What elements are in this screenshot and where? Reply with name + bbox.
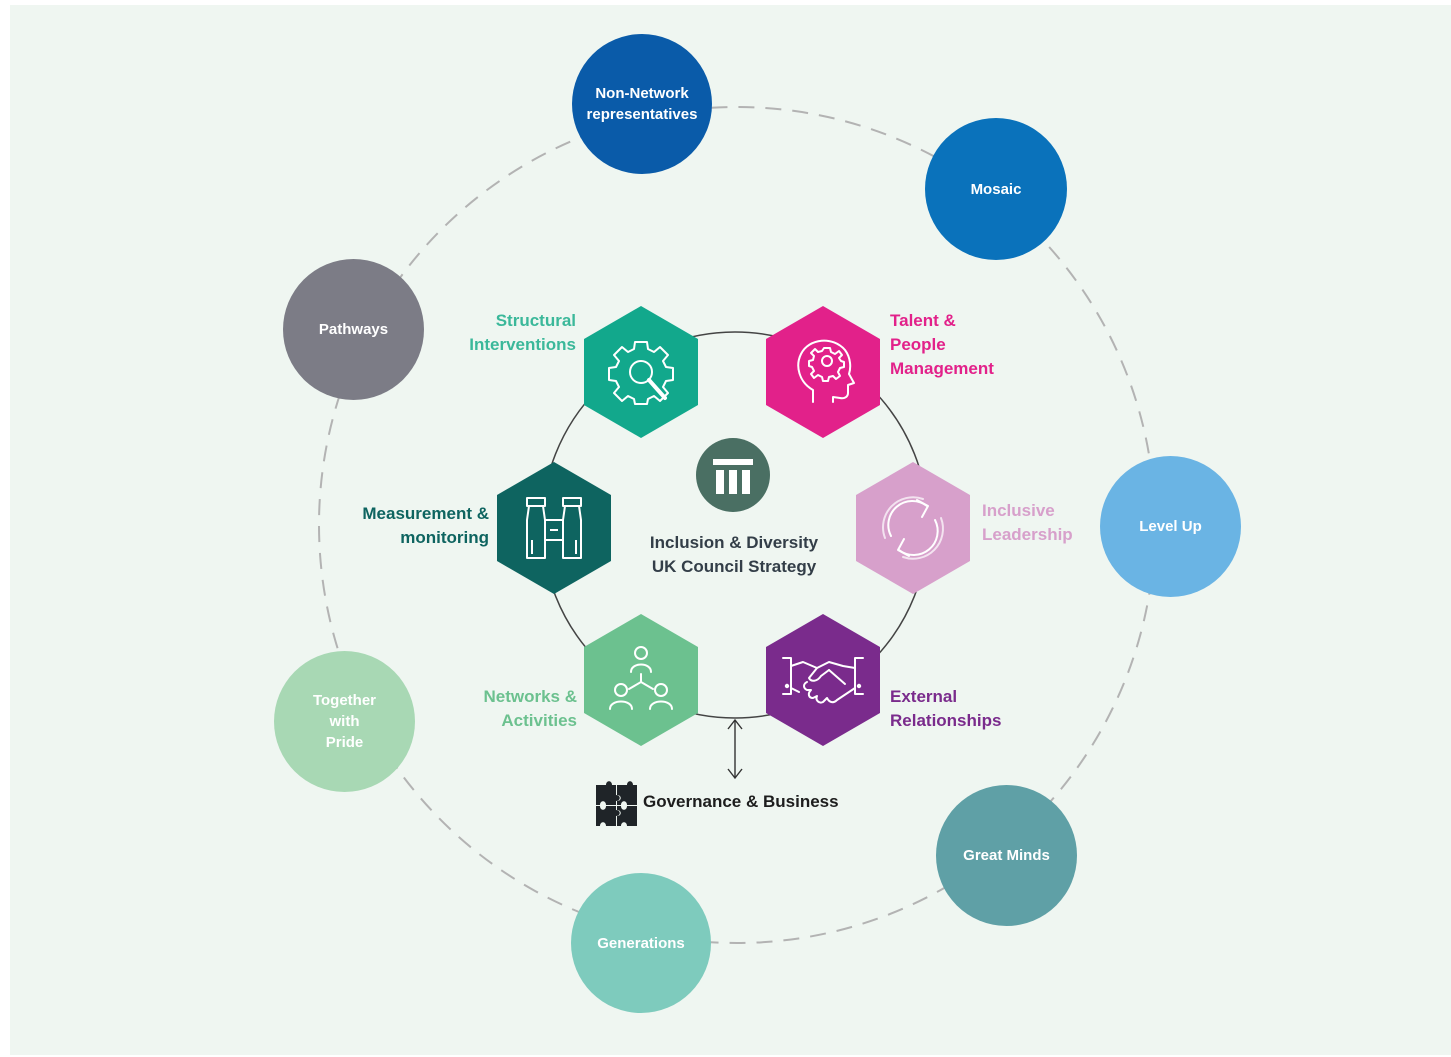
hexagon-talent-people-management[interactable] <box>766 306 880 438</box>
circle-great-minds[interactable]: Great Minds <box>936 785 1077 926</box>
hexagon-structural-interventions[interactable] <box>584 306 698 438</box>
mosaic-label: Mosaic <box>970 180 1022 198</box>
circle-together-with-pride[interactable]: Together with Pride <box>274 651 415 792</box>
hexagon-inclusive-leadership[interactable] <box>856 462 970 594</box>
hexagon-external-relationships[interactable] <box>766 614 880 746</box>
circle-generations[interactable]: Generations <box>571 873 711 1013</box>
talent-people-management-label: Talent & People Management <box>890 311 994 378</box>
strategy-title: Inclusion & Diversity UK Council Strateg… <box>649 533 819 576</box>
circle-level-up[interactable]: Level Up <box>1100 456 1241 597</box>
pathways-label: Pathways <box>318 321 389 338</box>
institution-logo-icon <box>696 438 770 512</box>
great-minds-label: Great Minds <box>963 847 1050 864</box>
handshake-icon <box>782 657 864 704</box>
generations-label: Generations <box>597 934 685 952</box>
external-relationships-label: External Relationships <box>890 687 1002 730</box>
head-gear-icon <box>797 339 855 403</box>
gear-magnifier-icon <box>608 341 674 405</box>
double-arrow-connector <box>727 718 743 780</box>
measurement-monitoring-label: Measurement & monitoring <box>362 504 489 547</box>
puzzle-pieces-icon <box>596 781 637 826</box>
structural-interventions-label: Structural Interventions <box>469 311 576 354</box>
inclusive-leadership-label: Inclusive Leadership <box>982 501 1073 544</box>
together-with-pride-label: Together with Pride <box>312 692 377 751</box>
circle-mosaic[interactable]: Mosaic <box>925 118 1067 260</box>
circle-non-network-representatives[interactable]: Non-Network representatives <box>572 34 712 174</box>
circle-pathways[interactable]: Pathways <box>283 259 424 400</box>
non-network-label: Non-Network representatives <box>586 85 698 123</box>
hexagon-measurement-monitoring[interactable] <box>497 462 611 594</box>
networks-activities-label: Networks & Activities <box>483 687 577 730</box>
governance-business-label: Governance & Business <box>643 792 839 811</box>
refresh-arrows-icon <box>882 496 944 560</box>
binoculars-icon <box>526 497 582 559</box>
people-network-icon <box>609 646 673 710</box>
level-up-label: Level Up <box>1139 518 1202 535</box>
